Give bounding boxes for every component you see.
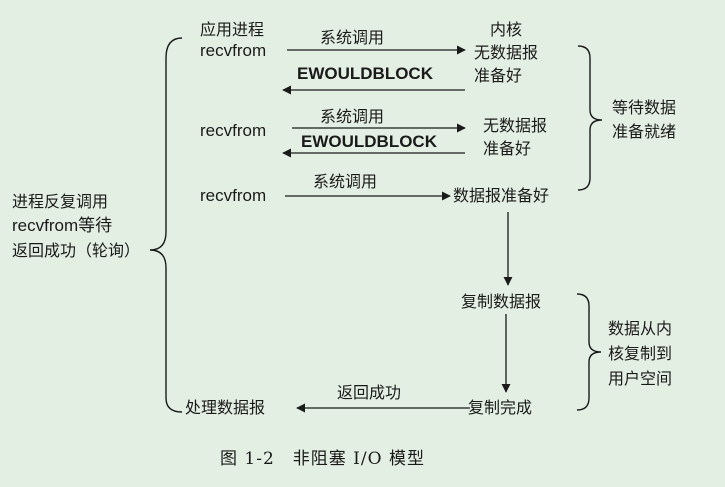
row2-syscall-label: 系统调用 — [320, 107, 385, 126]
return-ok-label: 返回成功 — [337, 383, 402, 402]
row3-syscall-label: 系统调用 — [313, 172, 378, 191]
row3-recvfrom: recvfrom — [200, 186, 267, 205]
copy-phase-line3: 用户空间 — [608, 369, 673, 388]
kernel-column-title: 内核 — [490, 20, 523, 39]
row2-ewouldblock: EWOULDBLOCK — [301, 132, 437, 151]
datagram-ready: 数据报准备好 — [453, 186, 550, 205]
app-side-brace — [149, 37, 183, 413]
row1-syscall-label: 系统调用 — [320, 28, 385, 47]
left-label-line3: 返回成功（轮询） — [12, 241, 141, 260]
copy-datagram: 复制数据报 — [461, 292, 542, 311]
app-column-title: 应用进程 — [200, 20, 265, 39]
left-label-line1: 进程反复调用 — [12, 192, 109, 211]
row2-kernel-line2: 准备好 — [483, 139, 532, 158]
copy-done: 复制完成 — [468, 398, 533, 417]
row1-kernel-line2: 准备好 — [474, 66, 523, 85]
wait-phase-line2: 准备就绪 — [612, 122, 677, 141]
left-label-line2: recvfrom等待 — [12, 216, 113, 235]
wait-phase-line1: 等待数据 — [612, 98, 677, 117]
copy-phase-brace — [576, 293, 602, 411]
row2-kernel-line1: 无数据报 — [483, 116, 548, 135]
row1-ewouldblock: EWOULDBLOCK — [297, 64, 433, 83]
row1-recvfrom: recvfrom — [200, 41, 267, 60]
wait-phase-brace — [577, 45, 603, 191]
process-datagram: 处理数据报 — [185, 398, 266, 417]
figure-caption: 图 1-2 非阻塞 I/O 模型 — [220, 449, 425, 469]
row1-kernel-line1: 无数据报 — [474, 43, 539, 62]
copy-phase-line1: 数据从内 — [608, 319, 673, 338]
row2-recvfrom: recvfrom — [200, 121, 267, 140]
copy-phase-line2: 核复制到 — [608, 344, 673, 363]
